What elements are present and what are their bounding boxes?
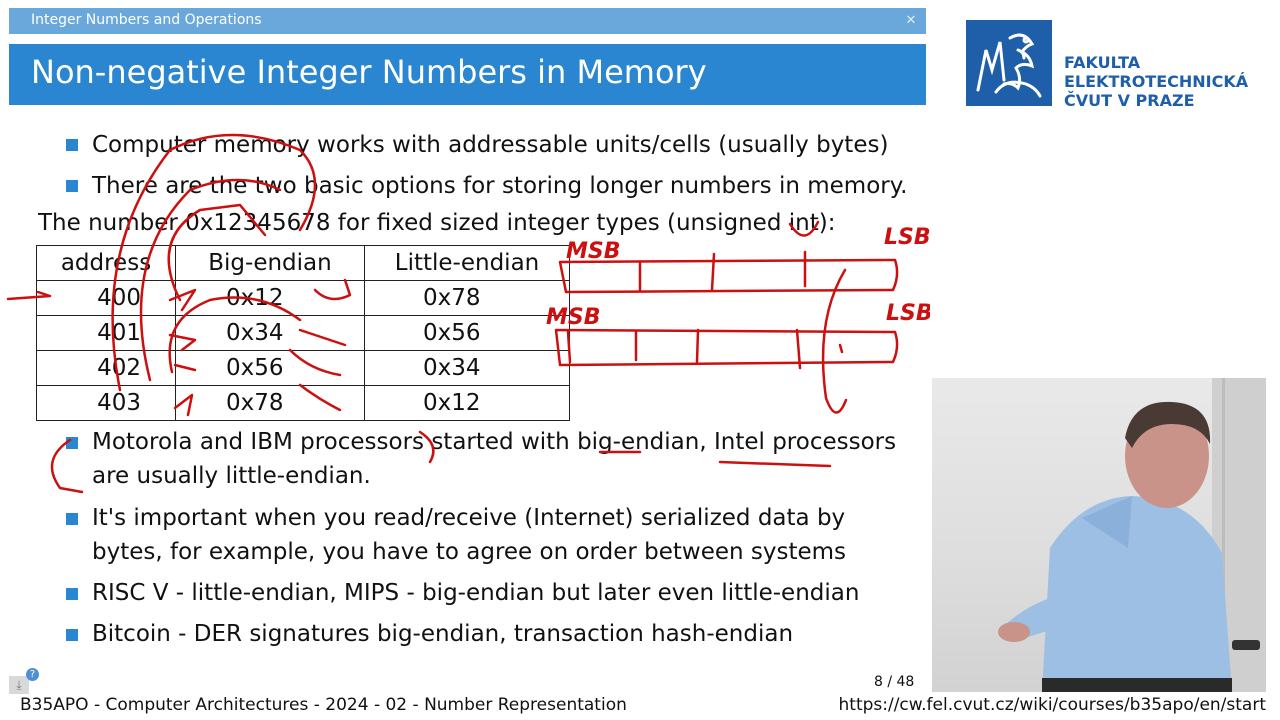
little-endian-cell: 0x78 [364,280,570,316]
big-endian-cell: 0x34 [175,315,365,351]
footer-url[interactable]: https://cw.fel.cvut.cz/wiki/courses/b35a… [838,695,1267,715]
footer-course: B35APO - Computer Architectures - 2024 -… [20,695,627,715]
lsb-bottom-label: LSB [886,301,930,326]
address-cell: 402 [36,350,176,386]
bullet-text: Bitcoin - DER signatures big-endian, tra… [92,621,794,647]
bullet-text: There are the two basic options for stor… [92,173,908,199]
bullet-marker [66,629,78,641]
lecturer-figure [998,378,1266,692]
lsb-top-label: LSB [884,225,930,250]
table-row: 401 0x34 0x56 [36,315,570,351]
lecturer-video [932,378,1266,692]
help-icon[interactable]: ? [26,668,39,681]
bullet-marker [66,180,78,192]
column-header-address: address [36,245,176,281]
download-icon[interactable]: ⤓ [9,676,29,694]
slide-content: Computer memory works with addressable u… [36,132,908,647]
bullet-marker [66,588,78,600]
close-icon[interactable]: ✕ [905,12,917,28]
logo-line-1: FAKULTA [1064,53,1141,72]
table-row: 400 0x12 0x78 [36,280,570,316]
little-endian-cell: 0x12 [364,385,570,421]
page-number: 8 / 48 [874,674,915,690]
logo-line-2: ELEKTROTECHNICKÁ [1064,72,1249,91]
bullet-text: RISC V - little-endian, MIPS - big-endia… [92,580,860,606]
msb-top-label: MSB [566,239,621,264]
slide-title: Non-negative Integer Numbers in Memory [31,53,707,91]
section-title: Integer Numbers and Operations [31,12,262,28]
bullet-text-continued: are usually little-endian. [92,463,371,489]
table-row: 402 0x56 0x34 [36,350,570,386]
lion-emblem-icon [966,20,1052,106]
bullet-text-continued: bytes, for example, you have to agree on… [92,539,847,565]
bullet-marker [66,139,78,151]
logo-line-3: ČVUT V PRAZE [1064,91,1195,110]
column-header-big-endian: Big-endian [175,245,365,281]
little-endian-cell: 0x34 [364,350,570,386]
bullet-marker [66,513,78,525]
faculty-logo: FAKULTA ELEKTROTECHNICKÁ ČVUT V PRAZE [966,20,1256,110]
title-bar: Non-negative Integer Numbers in Memory [9,44,926,105]
address-cell: 403 [36,385,176,421]
table-row: 403 0x78 0x12 [36,385,570,421]
logo-text: FAKULTA ELEKTROTECHNICKÁ ČVUT V PRAZE [1064,53,1248,110]
bullet-text: It's important when you read/receive (In… [92,505,846,531]
section-bar: Integer Numbers and Operations ✕ [9,8,926,34]
msb-bottom-label: MSB [546,305,601,330]
address-cell: 400 [36,280,176,316]
endian-table: address Big-endian Little-endian 400 0x1… [36,245,570,421]
ink-annotations: MSB LSB MSB LSB [6,133,930,494]
bullet-text: Motorola and IBM processors started with… [92,429,897,455]
